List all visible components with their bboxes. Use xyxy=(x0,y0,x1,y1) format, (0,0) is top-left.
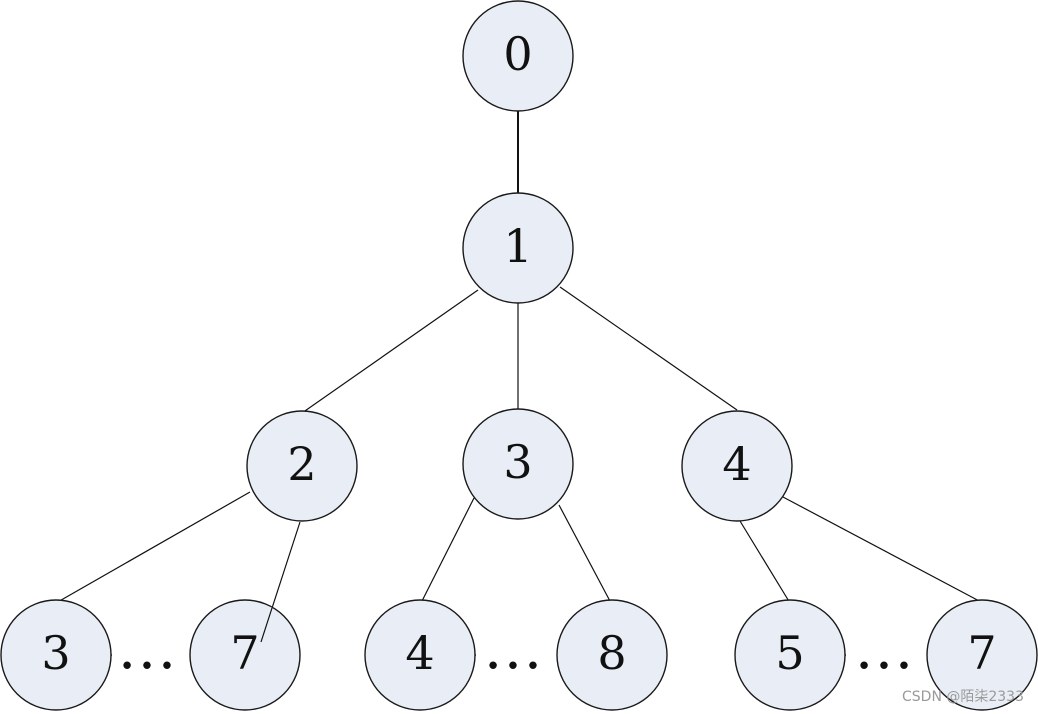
node-label: 8 xyxy=(597,626,626,680)
ellipsis-3: ... xyxy=(857,632,917,679)
edge-1-4 xyxy=(559,286,738,411)
node-circle xyxy=(734,599,846,711)
node-3: 3 xyxy=(462,408,574,520)
node-circle xyxy=(0,599,112,711)
node-1: 1 xyxy=(462,192,574,304)
node-circle xyxy=(364,599,476,711)
leaf-node-4: 4 xyxy=(364,599,476,711)
node-circle xyxy=(189,599,301,711)
node-label: 3 xyxy=(503,435,532,489)
node-circle xyxy=(462,192,574,304)
edge-2-leaf-7-overlay xyxy=(260,607,273,643)
ellipsis-2: ... xyxy=(486,632,546,679)
node-label: 7 xyxy=(967,626,996,680)
edge-4-leaf-5 xyxy=(739,520,791,604)
node-label: 7 xyxy=(230,626,259,680)
node-label: 4 xyxy=(722,437,751,491)
node-label: 1 xyxy=(503,219,532,273)
leaf-node-8: 8 xyxy=(556,599,668,711)
leaf-node-5: 5 xyxy=(734,599,846,711)
node-label: 2 xyxy=(287,437,316,491)
leaf-node-7-b: 7 xyxy=(926,599,1038,711)
node-root-0: 0 xyxy=(462,0,574,112)
leaf-node-7-a: 7 xyxy=(189,599,301,711)
edge-3-leaf-8 xyxy=(558,504,612,604)
node-4: 4 xyxy=(681,410,793,522)
node-label: 5 xyxy=(775,626,804,680)
node-label: 4 xyxy=(405,626,434,680)
node-circle xyxy=(246,410,358,522)
ellipsis-1: ... xyxy=(120,632,180,679)
edge-1-2 xyxy=(301,289,479,414)
edge-2-leaf-3 xyxy=(55,491,251,604)
leaf-node-3: 3 xyxy=(0,599,112,711)
edge-3-leaf-4 xyxy=(420,497,475,604)
node-label: 0 xyxy=(503,27,532,81)
edges xyxy=(55,111,984,656)
node-circle xyxy=(681,410,793,522)
edge-4-leaf-7 xyxy=(782,496,984,604)
node-circle xyxy=(462,0,574,112)
node-label: 3 xyxy=(41,626,70,680)
node-2: 2 xyxy=(246,410,358,522)
node-circle xyxy=(926,599,1038,711)
watermark: CSDN @陌柒2333 xyxy=(902,689,1024,705)
node-circle xyxy=(556,599,668,711)
node-circle xyxy=(462,408,574,520)
